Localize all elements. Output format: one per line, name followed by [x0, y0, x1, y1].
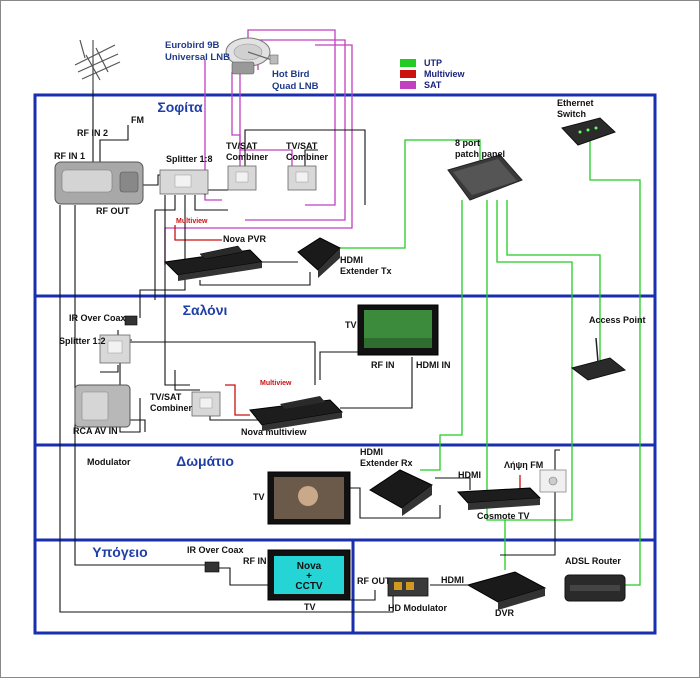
- label-combiner2-line1: TV/SAT: [286, 141, 318, 151]
- label-hdmi-tx-line2: Extender Tx: [340, 266, 392, 276]
- legend-swatch-utp: [400, 59, 416, 67]
- ir-over-coax-device-top: [124, 315, 138, 326]
- label-multiview-saloni: Multiview: [260, 380, 292, 387]
- eurobird-label-line2: Universal LNB: [165, 52, 230, 63]
- label-adsl-router: ADSL Router: [565, 556, 621, 566]
- legend-label-utp: UTP: [424, 58, 442, 68]
- label-combiner1-line2: Combiner: [226, 152, 269, 162]
- room-title-domatio: Δωμάτιο: [176, 453, 234, 469]
- ethernet-switch-device: [561, 117, 616, 146]
- label-rf-in-2: RF IN 2: [77, 128, 108, 138]
- utp-cables: [335, 139, 641, 586]
- label-ir-over-coax-bottom: IR Over Coax: [187, 545, 244, 555]
- hotbird-label-line2: Quad LNB: [272, 81, 319, 92]
- legend-swatch-multiview: [400, 70, 416, 78]
- label-hdmi-domatio: HDMI: [458, 470, 481, 480]
- label-hdmi-rx-line2: Extender Rx: [360, 458, 413, 468]
- room-title-sofita: Σοφίτα: [157, 99, 203, 115]
- hd-modulator-device: [387, 577, 429, 597]
- label-splitter-1-8: Splitter 1:8: [166, 154, 213, 164]
- amplifier-device: [54, 161, 144, 205]
- label-multiview-attic: Multiview: [176, 218, 208, 225]
- legend-label-sat: SAT: [424, 80, 442, 90]
- label-patch-line2: patch panel: [455, 149, 505, 159]
- room-title-ypogeio: Υπόγειο: [92, 544, 147, 560]
- combiner-1-device: [227, 165, 257, 191]
- label-hdmi-in-saloni: HDMI IN: [416, 360, 451, 370]
- legend: UTP Multiview SAT: [400, 58, 466, 90]
- label-combiner1-line1: TV/SAT: [226, 141, 258, 151]
- label-combiner3-line1: TV/SAT: [150, 392, 182, 402]
- modulator-device: [74, 384, 131, 428]
- label-rf-out-mod: RF OUT: [357, 576, 391, 586]
- label-access-point: Access Point: [589, 315, 646, 325]
- patch-panel-device: [447, 154, 523, 201]
- hdmi-extender-tx-device: [297, 237, 341, 278]
- splitter-1-2-device: [99, 334, 131, 364]
- combiner-3-device: [191, 391, 221, 417]
- label-splitter-1-2: Splitter 1:2: [59, 336, 106, 346]
- label-hdmi-dvr: HDMI: [441, 575, 464, 585]
- label-combiner3-line2: Combiner: [150, 403, 193, 413]
- dvr-device: [466, 571, 547, 610]
- label-dvr: DVR: [495, 608, 515, 618]
- access-point-device: [570, 337, 627, 381]
- label-cosmote-tv: Cosmote TV: [477, 511, 530, 521]
- label-tv-ypogeio: TV: [304, 602, 316, 612]
- hotbird-label-line1: Hot Bird: [272, 69, 310, 80]
- label-patch-line1: 8 port: [455, 138, 480, 148]
- legend-label-multiview: Multiview: [424, 69, 466, 79]
- label-rf-out-amp: RF OUT: [96, 206, 130, 216]
- fm-wall-socket: [539, 469, 567, 493]
- label-modulator: Modulator: [87, 457, 131, 467]
- room-title-saloni: Σαλόνι: [183, 302, 228, 318]
- label-hdmi-rx-line1: HDMI: [360, 447, 383, 457]
- label-nova-multiview: Nova multiview: [241, 427, 308, 437]
- satellite-dish-icon: [225, 37, 279, 75]
- splitter-1-8-device: [159, 169, 209, 195]
- label-nova-pvr: Nova PVR: [223, 234, 267, 244]
- label-rf-in-saloni: RF IN: [371, 360, 395, 370]
- label-hdmi-tx-line1: HDMI: [340, 255, 363, 265]
- nova-pvr-device: [163, 245, 264, 281]
- ir-over-coax-device-bottom: [204, 561, 220, 573]
- label-tv-saloni: TV: [345, 320, 357, 330]
- label-ethernet-line1: Ethernet: [557, 98, 594, 108]
- cosmote-tv-device: [456, 487, 542, 510]
- legend-swatch-sat: [400, 81, 416, 89]
- tv-saloni-device: [357, 304, 439, 356]
- label-rf-in-ypogeio: RF IN: [243, 556, 267, 566]
- label-rca-av-in: RCA AV IN: [73, 426, 118, 436]
- adsl-router-device: [564, 574, 626, 602]
- label-ethernet-line2: Switch: [557, 109, 586, 119]
- screen-text-line1: Nova: [297, 561, 322, 572]
- screen-text-line3: CCTV: [295, 581, 323, 592]
- label-tv-domatio: TV: [253, 492, 265, 502]
- eurobird-label-line1: Eurobird 9B: [165, 40, 220, 51]
- label-combiner2-line2: Combiner: [286, 152, 329, 162]
- label-lipsi-fm: Λήψη FM: [504, 460, 543, 470]
- label-ir-over-coax-top: IR Over Coax: [69, 313, 126, 323]
- tv-domatio-device: [267, 471, 351, 525]
- antenna-icon: [74, 39, 121, 90]
- combiner-2-device: [287, 165, 317, 191]
- nova-multiview-device: [249, 396, 344, 431]
- label-fm: FM: [131, 115, 144, 125]
- tv-ypogeio-device: [267, 549, 351, 601]
- screen-text-line2: +: [306, 571, 312, 582]
- label-hd-modulator: HD Modulator: [388, 603, 447, 613]
- label-rf-in-1: RF IN 1: [54, 151, 85, 161]
- hdmi-extender-rx-device: [369, 469, 433, 516]
